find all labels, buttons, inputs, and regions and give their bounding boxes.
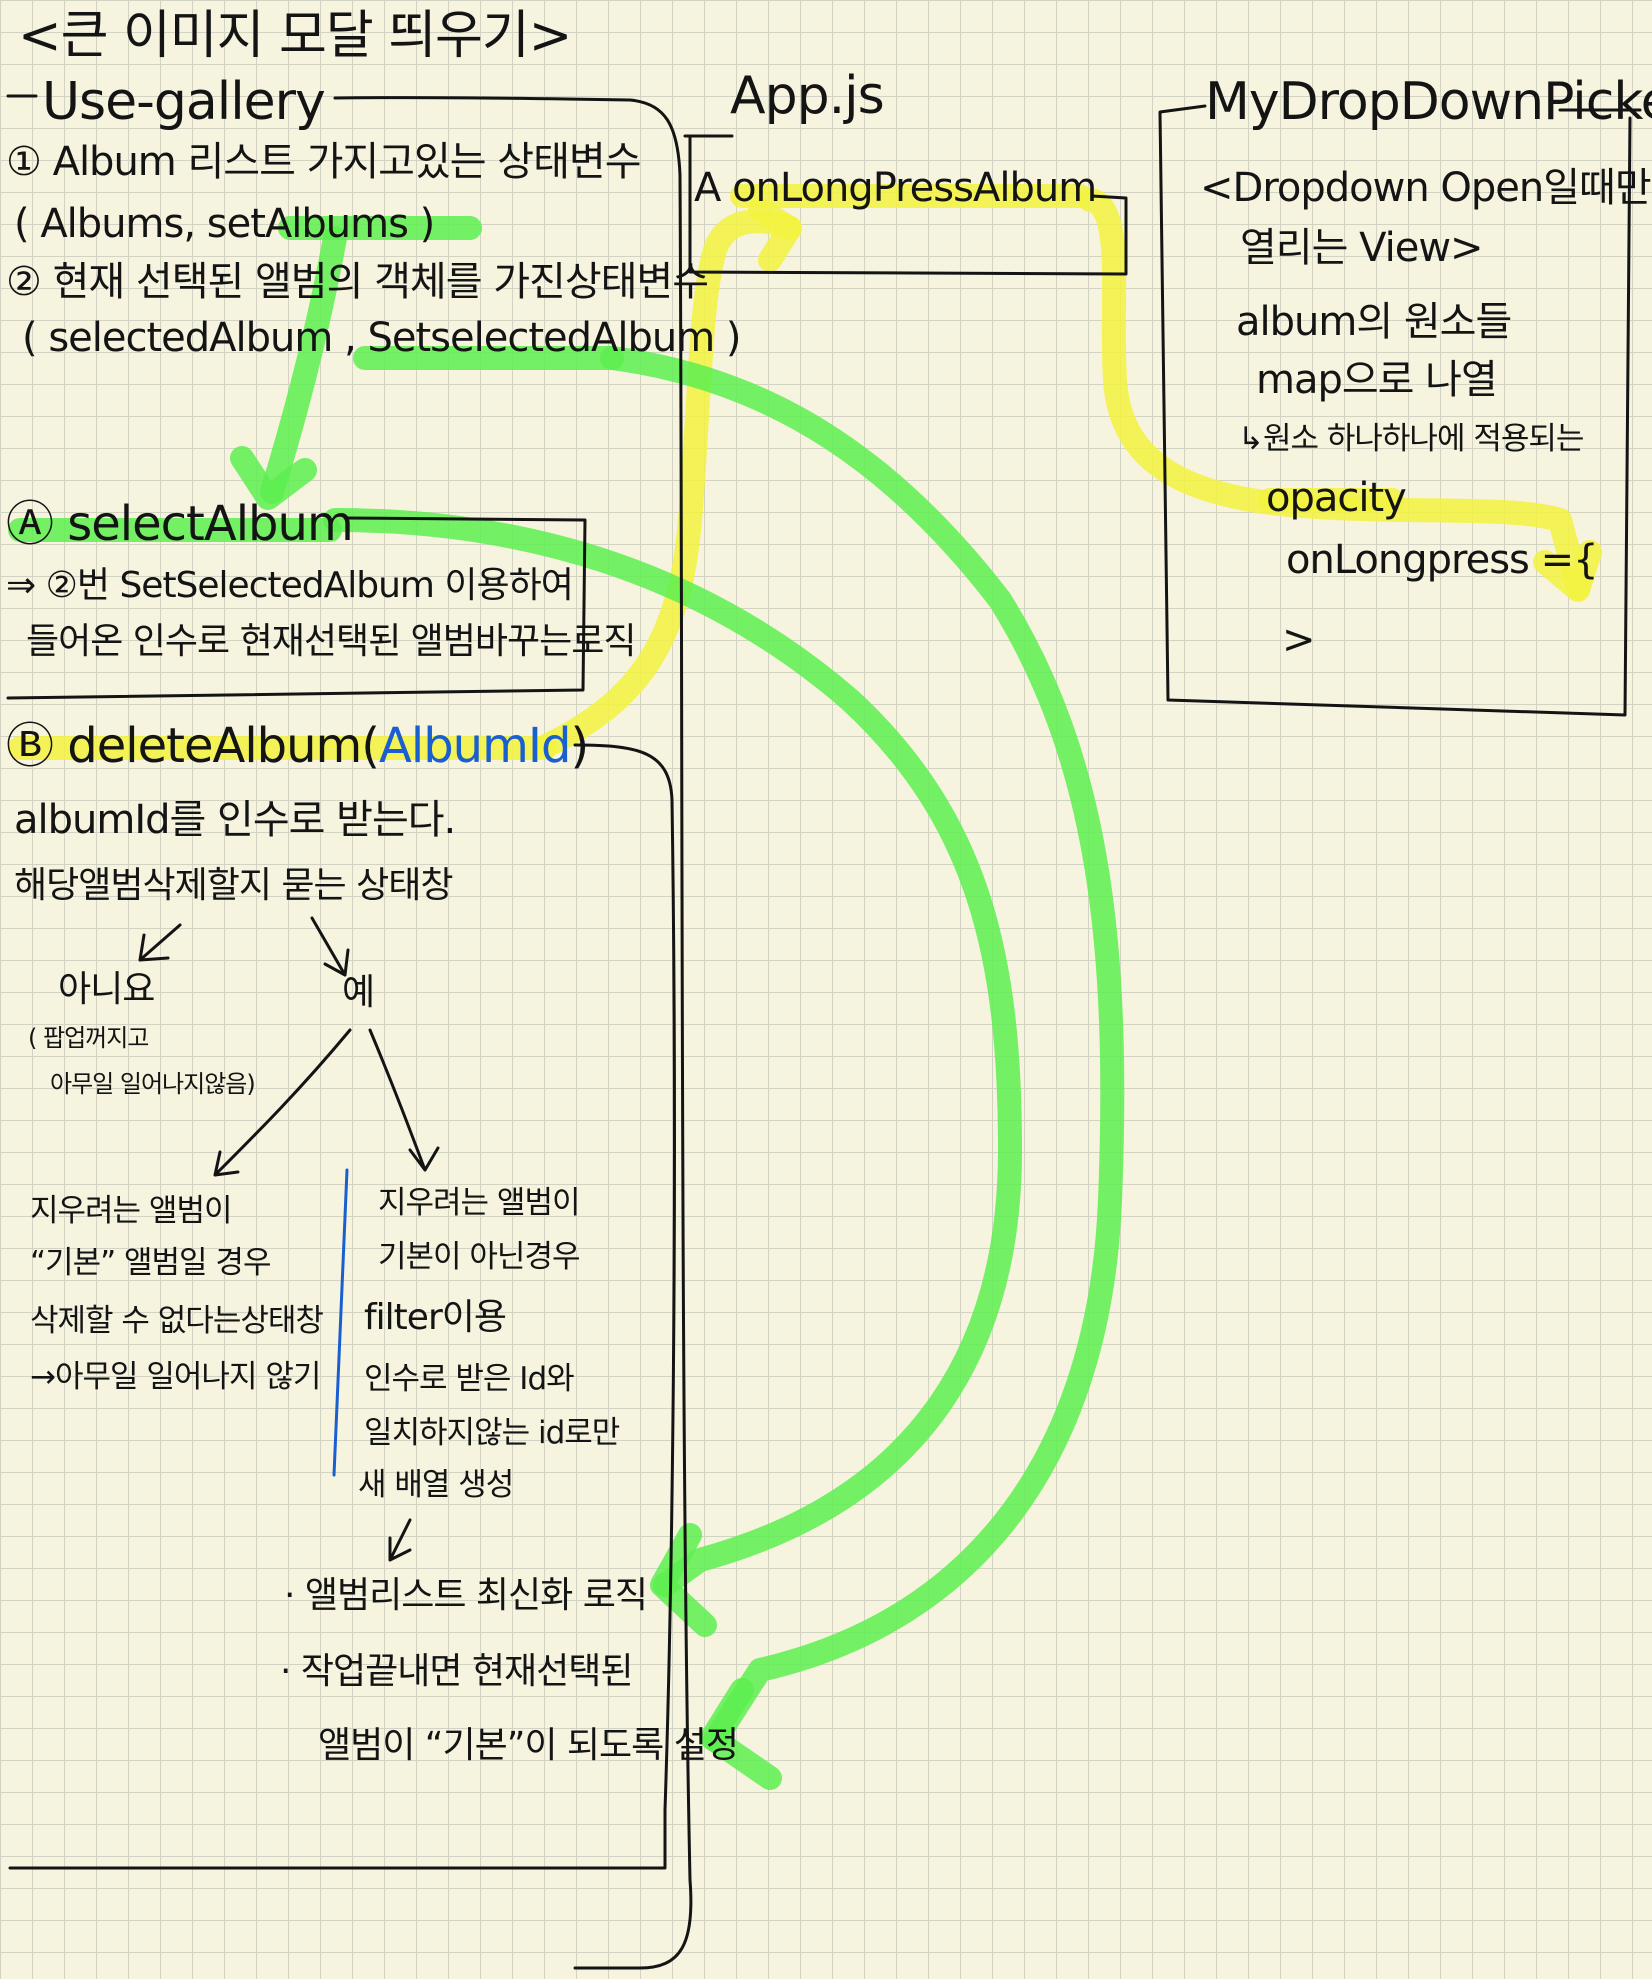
select-album-header: Ⓐ selectAlbum <box>6 496 354 552</box>
case-default-2: “기본” 앨범일 경우 <box>30 1245 271 1281</box>
case-other-3: filter이용 <box>364 1297 507 1338</box>
state2-vars: ( selectedAlbum , SetselectedAlbum ) <box>22 315 742 361</box>
case-other-2: 기본이 아닌경우 <box>378 1239 580 1275</box>
dropdown-close-brace: } <box>1648 537 1652 583</box>
delete-album-close-paren: ) <box>570 718 589 774</box>
dropdown-header: MyDropDownPicker <box>1205 72 1652 132</box>
dropdown-line7: onLongpress ={} <box>1286 540 1652 580</box>
yes-label: 예 <box>342 972 375 1013</box>
yellow-arrow-delete-to-app <box>536 209 802 757</box>
delete-line1: albumId를 인수로 받는다. <box>14 797 456 843</box>
select-album-line1: ⇒ ②번 SetSelectedAlbum 이용하여 <box>6 565 574 606</box>
case-default-3: 삭제할 수 없다는상태창 <box>30 1303 324 1339</box>
green-highlight-strokes <box>8 216 1125 1790</box>
case-default-4: →아무일 일어나지 않기 <box>30 1359 321 1395</box>
delete-album-param: AlbumId <box>379 718 571 774</box>
dropdown-line3: album의 원소들 <box>1236 299 1512 345</box>
dropdown-line8: > <box>1282 617 1316 663</box>
green-arrowhead-setting <box>700 1678 782 1790</box>
green-arrow-setalbums-to-select <box>260 226 347 504</box>
case-other-5: 일치하지않는 id로만 <box>364 1415 620 1451</box>
app-js-header: App.js <box>730 66 885 126</box>
yellow-arrowhead-dropdown <box>1533 540 1602 602</box>
app-js-frame <box>683 134 1128 276</box>
dropdown-line6: opacity <box>1266 475 1407 521</box>
blue-divider <box>332 1168 349 1477</box>
arrow-to-yes <box>310 916 350 977</box>
green-arrowhead-refresh <box>650 1523 717 1637</box>
case-other-6: 새 배열 생성 <box>358 1467 514 1503</box>
state1-title: ① Album 리스트 가지고있는 상태변수 <box>6 139 642 185</box>
use-gallery-frame <box>6 94 693 1970</box>
arrow-other-to-results <box>388 1518 412 1562</box>
delete-album-name: Ⓑ deleteAlbum( <box>6 718 380 774</box>
result-refresh: · 앨범리스트 최신화 로직 <box>284 1575 648 1616</box>
state2-title: ② 현재 선택된 앨범의 객체를 가진상태변수 <box>6 259 709 305</box>
use-gallery-header: Use-gallery <box>42 72 326 132</box>
green-arrow-select-to-refresh <box>323 508 1022 1597</box>
result-finish: · 작업끝내면 현재선택된 <box>280 1651 634 1692</box>
select-album-frame <box>6 516 587 700</box>
case-other-4: 인수로 받은 Id와 <box>364 1361 575 1397</box>
no-note2: 아무일 일어나지않음) <box>50 1070 256 1098</box>
state1-vars: ( Albums, setAlbums ) <box>14 201 435 247</box>
dropdown-line5: ↳원소 하나하나에 적용되는 <box>1238 421 1584 457</box>
dropdown-line4: map으로 나열 <box>1256 357 1498 403</box>
case-default-1: 지우려는 앨범이 <box>30 1193 232 1229</box>
page-title: <큰 이미지 모달 띄우기> <box>18 6 572 66</box>
green-arrowhead-select <box>230 446 317 510</box>
arrow-yes-to-default <box>213 1028 352 1177</box>
dropdown-line2: 열리는 View> <box>1240 225 1484 271</box>
dropdown-line1: <Dropdown Open일때만 <box>1200 165 1652 211</box>
arrow-to-no <box>138 923 182 962</box>
app-js-onlongpress: A onLongPressAlbum <box>694 165 1097 211</box>
delete-album-header: Ⓑ deleteAlbum(AlbumId) <box>6 722 589 770</box>
arrow-yes-to-other <box>368 1028 440 1172</box>
result-default: 앨범이 “기본”이 되도록 설정 <box>318 1725 739 1766</box>
dropdown-onlongpress: onLongpress ={ <box>1286 537 1599 583</box>
dropdown-frame <box>1158 104 1642 717</box>
ink-lines <box>6 94 1642 1970</box>
yellow-arrowhead-app <box>748 198 802 272</box>
delete-line2: 해당앨범삭제할지 묻는 상태창 <box>14 865 453 906</box>
green-arrow-setselected-to-setting <box>600 346 1125 1752</box>
delete-album-frame <box>8 743 676 1870</box>
no-note1: ( 팝업꺼지고 <box>28 1024 149 1052</box>
case-other-1: 지우려는 앨범이 <box>378 1185 580 1221</box>
select-album-line2: 들어온 인수로 현재선택된 앨범바꾸는로직 <box>26 621 636 662</box>
no-label: 아니요 <box>58 969 155 1010</box>
